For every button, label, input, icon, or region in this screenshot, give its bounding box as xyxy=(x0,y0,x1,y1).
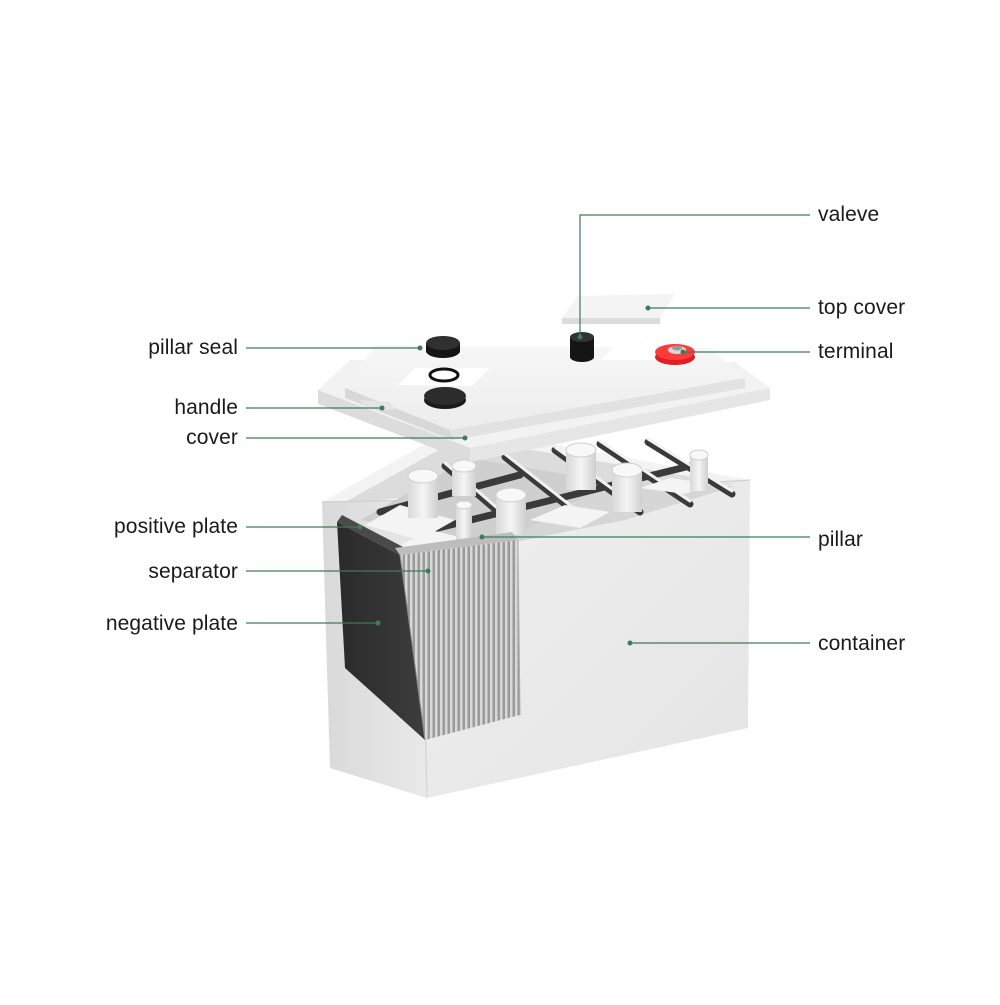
pillar-1 xyxy=(407,468,439,518)
label-positive-plate: positive plate xyxy=(114,515,238,538)
leader-positive-plate xyxy=(246,524,363,530)
plate-stack xyxy=(337,515,521,741)
top-cover-plate xyxy=(562,294,675,324)
pillar-3 xyxy=(565,442,597,490)
label-valeve: valeve xyxy=(818,203,880,226)
leader-top-cover xyxy=(645,305,810,311)
label-container: container xyxy=(818,632,906,655)
lid-cover xyxy=(318,345,770,462)
label-pillar-seal: pillar seal xyxy=(148,336,238,359)
pillar-7 xyxy=(451,459,477,496)
o-ring xyxy=(428,367,460,383)
pillar-2 xyxy=(495,487,527,535)
pillars xyxy=(407,442,709,551)
pillar-5 xyxy=(689,449,709,491)
pillar-seal-bottom xyxy=(424,387,466,409)
leader-negative-plate xyxy=(246,620,381,626)
pillar-4 xyxy=(611,462,643,512)
leader-valeve xyxy=(577,214,810,340)
leader-container xyxy=(627,640,810,646)
label-negative-plate: negative plate xyxy=(105,612,238,635)
leader-cover xyxy=(246,435,468,441)
leader-pillar xyxy=(479,534,810,540)
pillar-seal-top xyxy=(426,336,460,358)
leader-lines xyxy=(246,214,810,646)
label-top-cover: top cover xyxy=(818,296,906,319)
label-terminal: terminal xyxy=(818,340,894,363)
leader-separator xyxy=(246,568,431,574)
leader-pillar-seal xyxy=(246,345,423,351)
label-separator: separator xyxy=(148,560,238,583)
label-handle: handle xyxy=(174,396,238,419)
label-cover: cover xyxy=(186,426,238,449)
label-pillar: pillar xyxy=(818,528,863,551)
leader-terminal xyxy=(680,349,810,355)
leader-handle xyxy=(246,405,385,411)
terminal-post xyxy=(655,344,695,365)
